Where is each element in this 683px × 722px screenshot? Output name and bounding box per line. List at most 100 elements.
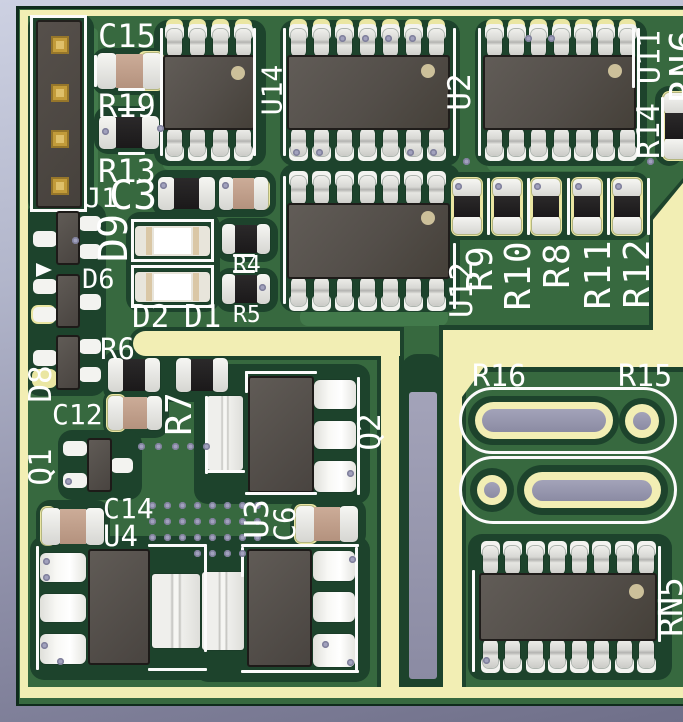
via: [224, 502, 231, 509]
silkscreen-line: [233, 270, 255, 273]
label-r5: R5: [233, 302, 261, 328]
ic-pin: [337, 29, 352, 57]
silkscreen-zone: [20, 10, 28, 698]
label-c6: C6: [267, 506, 302, 542]
ic-pin: [360, 176, 375, 205]
chip-body-R14: [665, 113, 683, 139]
chip-cap: [144, 358, 160, 392]
label-c3: C3: [109, 173, 158, 219]
ic-pin: [554, 128, 569, 156]
silkscreen-line: [207, 470, 245, 473]
ic-pin: [167, 128, 182, 156]
via: [179, 502, 186, 509]
sot-pad: [63, 441, 87, 456]
label-d6: D6: [82, 264, 115, 295]
chip-cap: [97, 53, 117, 89]
silkscreen-line: [283, 28, 286, 156]
chip-body-C6: [314, 507, 340, 541]
via: [194, 550, 201, 557]
chip-cap: [42, 508, 61, 545]
via: [254, 518, 261, 525]
ic-pin: [483, 546, 498, 575]
silkscreen-line: [453, 243, 456, 309]
silkscreen-line: [658, 546, 661, 642]
chip-body-C3: [233, 178, 254, 209]
sot-pad: [33, 279, 57, 294]
chip-cap: [664, 93, 683, 114]
chip-cap: [85, 508, 104, 545]
via: [430, 149, 437, 156]
chip-cap: [176, 358, 192, 392]
chip-cap: [222, 224, 236, 254]
sot-pad: [79, 216, 101, 231]
silkscreen-zone: [20, 687, 683, 698]
via: [455, 183, 462, 190]
via: [548, 35, 555, 42]
label-r13: R13: [98, 152, 156, 190]
ic-pin: [576, 128, 591, 156]
via: [43, 558, 50, 565]
ic-pin: [406, 176, 421, 205]
chip-cap: [493, 216, 521, 234]
ic-pin: [314, 29, 329, 57]
silkscreen-line: [118, 108, 145, 111]
silkscreen-line: [357, 377, 360, 495]
label-r12: R12: [616, 237, 658, 309]
silkscreen-line: [118, 88, 145, 91]
chip-body-R11: [574, 196, 600, 217]
via: [194, 534, 201, 541]
via: [409, 35, 416, 42]
sot-body-Q2: [248, 376, 314, 493]
via: [239, 502, 246, 509]
label-q1: Q1: [23, 448, 60, 486]
copper-trace: [300, 308, 448, 326]
silkscreen-line: [527, 178, 530, 235]
via: [203, 443, 210, 450]
label-q2: Q2: [352, 413, 389, 451]
led-outline: [131, 265, 214, 308]
via: [575, 183, 582, 190]
ic-pin: [291, 29, 306, 57]
sot-pad: [313, 592, 355, 622]
via: [224, 550, 231, 557]
silkscreen-line: [607, 178, 610, 235]
ic-pin: [360, 128, 375, 156]
label-c15: C15: [98, 17, 156, 55]
via: [385, 35, 392, 42]
via: [463, 158, 470, 165]
silkscreen-line: [160, 28, 163, 156]
label-r6: R6: [100, 332, 135, 366]
via: [209, 502, 216, 509]
ic-pin: [528, 546, 543, 575]
via: [259, 284, 266, 291]
connector-pad-center: [56, 89, 64, 97]
via: [187, 443, 194, 450]
ic-pin: [617, 639, 632, 668]
chip-cap: [573, 216, 601, 234]
via: [43, 574, 50, 581]
ic-pin: [509, 29, 524, 57]
pin1-dot: [608, 64, 622, 78]
ic-pin: [236, 128, 251, 156]
connector-pad-center: [56, 135, 64, 143]
via: [57, 658, 64, 665]
ic-pin: [594, 639, 609, 668]
via: [164, 534, 171, 541]
via: [254, 502, 261, 509]
chip-cap: [108, 358, 124, 392]
label-j1: J1: [85, 183, 118, 214]
silkscreen-line: [637, 28, 640, 156]
via: [615, 183, 622, 190]
led-lens: [154, 228, 191, 254]
chip-cap: [212, 358, 228, 392]
silkscreen-line: [472, 570, 475, 672]
silkscreen-line: [205, 396, 208, 474]
ic-pin: [505, 639, 520, 668]
sot-body-U4: [88, 549, 150, 665]
led-terminal: [193, 273, 199, 301]
sot-pad: [313, 551, 355, 581]
pin1-dot: [421, 211, 435, 225]
ic-pin: [620, 29, 635, 57]
silkscreen-zone: [133, 331, 400, 356]
